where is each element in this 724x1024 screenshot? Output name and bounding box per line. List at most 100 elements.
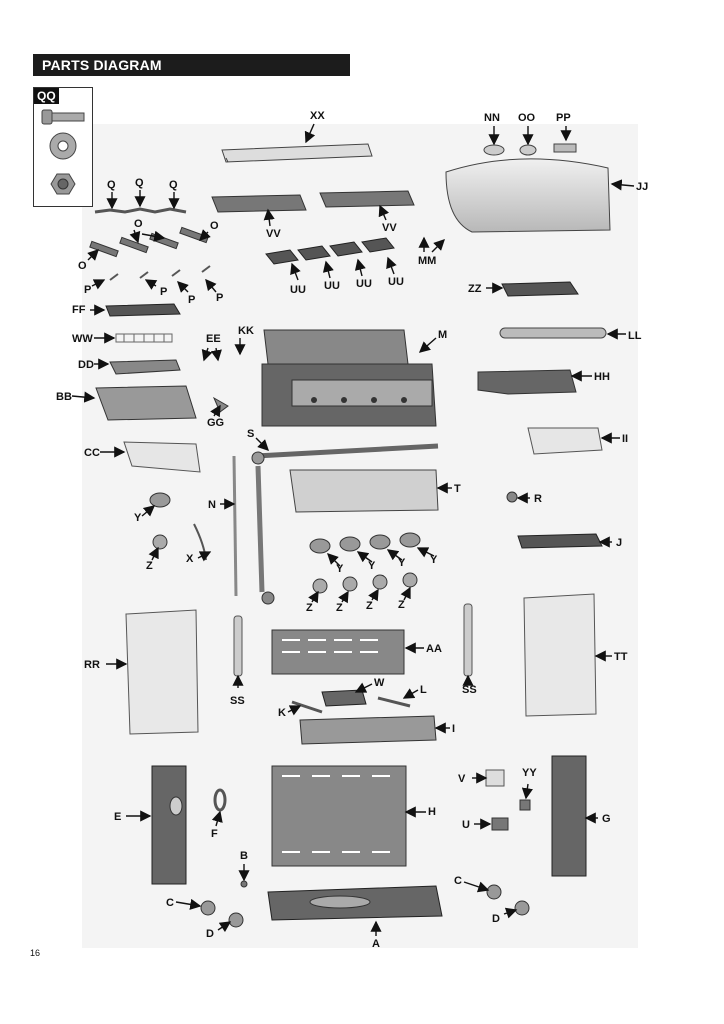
label-kk: KK <box>238 325 254 337</box>
label-q-1: Q <box>107 179 116 191</box>
label-d-2: D <box>492 913 500 925</box>
label-q-2: Q <box>135 177 144 189</box>
part-l <box>377 696 411 708</box>
part-uu <box>265 237 395 265</box>
lid <box>445 158 611 233</box>
label-nn: NN <box>484 112 500 124</box>
label-y-2: Y <box>336 563 344 575</box>
part-gg <box>212 396 229 413</box>
side-burner <box>95 385 197 421</box>
part-n <box>232 455 238 597</box>
label-ll: LL <box>628 330 642 342</box>
label-f: F <box>211 828 218 840</box>
label-hh: HH <box>594 371 610 383</box>
gas-manifold <box>251 443 439 465</box>
label-z-5: Z <box>398 599 405 611</box>
label-o-3: O <box>78 260 87 272</box>
label-pp: PP <box>556 112 571 124</box>
label-g: G <box>602 813 611 825</box>
label-j: J <box>616 537 623 549</box>
label-h: H <box>428 806 436 818</box>
label-oo: OO <box>518 112 536 124</box>
label-ff: FF <box>72 304 86 316</box>
label-e: E <box>114 811 122 823</box>
label-uu-4: UU <box>388 276 404 288</box>
label-y-5: Y <box>430 554 438 566</box>
firebox <box>261 329 437 427</box>
label-zz: ZZ <box>468 283 482 295</box>
label-w: W <box>374 677 385 689</box>
label-n: N <box>208 499 216 511</box>
label-u: U <box>462 819 470 831</box>
label-cc: CC <box>84 447 100 459</box>
label-p-3: P <box>188 294 196 306</box>
left-door <box>125 609 199 735</box>
label-p-4: P <box>216 292 224 304</box>
bezel-y <box>149 492 171 508</box>
part-q <box>94 207 187 214</box>
label-vv-2: VV <box>382 222 397 234</box>
label-o-2: O <box>210 220 219 232</box>
control-panel <box>289 469 439 513</box>
label-vv-1: VV <box>266 228 281 240</box>
label-tt: TT <box>614 651 628 663</box>
label-bb: BB <box>56 391 72 403</box>
part-u <box>491 817 509 831</box>
part-ww <box>115 333 173 343</box>
part-i <box>299 715 437 745</box>
part-r <box>506 491 518 503</box>
part-aa <box>271 629 405 675</box>
label-aa: AA <box>426 643 442 655</box>
regulator-hose <box>255 465 265 593</box>
part-yy <box>519 799 531 811</box>
label-dd: DD <box>78 359 94 371</box>
label-uu-1: UU <box>290 284 306 296</box>
label-i: I <box>452 723 456 735</box>
label-p-2: P <box>160 286 168 298</box>
casters <box>200 884 530 928</box>
part-h <box>271 765 407 867</box>
section-title: PARTS DIAGRAM <box>42 57 162 73</box>
leader-arrows <box>71 123 635 936</box>
label-uu-2: UU <box>324 280 340 292</box>
part-f <box>213 788 227 812</box>
label-y-1: Y <box>134 512 142 524</box>
label-p-1: P <box>84 284 92 296</box>
label-z-1: Z <box>146 560 153 572</box>
label-ww: WW <box>72 333 93 345</box>
label-s: S <box>247 428 255 440</box>
page-number: 16 <box>30 948 41 958</box>
part-w <box>321 689 367 707</box>
label-gg: GG <box>207 417 225 429</box>
left-side-panel <box>151 765 187 885</box>
part-ii <box>527 427 603 455</box>
inset-label: QQ <box>34 88 59 104</box>
label-m: M <box>438 329 448 341</box>
right-side-panel <box>551 755 587 877</box>
part-pp <box>553 143 577 153</box>
label-jj: JJ <box>636 181 649 193</box>
label-mm: MM <box>418 255 437 267</box>
control-knobs <box>152 534 418 594</box>
label-a: A <box>372 938 380 950</box>
label-uu-3: UU <box>356 278 372 290</box>
door-handle-2 <box>463 603 473 677</box>
cooking-grate-1 <box>211 194 307 213</box>
part-k <box>291 700 323 714</box>
part-ll <box>499 327 607 339</box>
label-r: R <box>534 493 542 505</box>
part-cc <box>123 441 201 473</box>
label-v: V <box>458 773 466 785</box>
label-d-1: D <box>206 928 214 940</box>
label-z-4: Z <box>366 600 373 612</box>
warming-rack <box>221 143 373 163</box>
part-ff <box>105 303 181 317</box>
label-yy: YY <box>522 767 537 779</box>
label-c-1: C <box>166 897 174 909</box>
label-o-1: O <box>134 218 143 230</box>
label-l: L <box>420 684 427 696</box>
burners-o <box>89 226 209 258</box>
label-t: T <box>454 483 461 495</box>
cooking-grate-2 <box>319 190 415 208</box>
label-rr: RR <box>84 659 100 671</box>
